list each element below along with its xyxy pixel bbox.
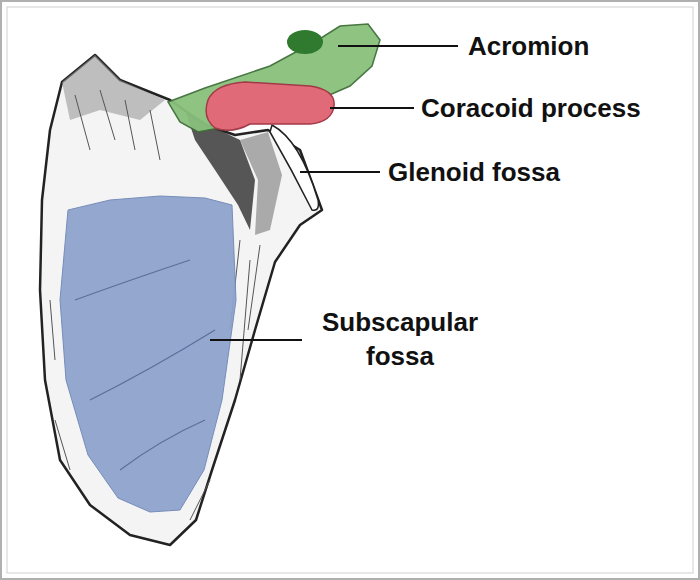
part-label: Acromion bbox=[468, 29, 589, 63]
part-label: Subscapular fossa bbox=[300, 305, 500, 373]
shading bbox=[240, 132, 282, 235]
part-label: Coracoid process bbox=[421, 91, 641, 125]
leader-line bbox=[210, 46, 458, 340]
frame bbox=[7, 7, 693, 573]
ridge-line bbox=[75, 260, 215, 470]
glenoid-region bbox=[270, 125, 318, 210]
acromion-spot bbox=[287, 30, 323, 54]
acromion-region bbox=[168, 24, 380, 132]
scapula-body bbox=[40, 55, 322, 545]
part-label: Glenoid fossa bbox=[388, 155, 560, 189]
coracoid-region bbox=[206, 82, 334, 130]
hatching bbox=[50, 90, 260, 520]
fossa-region bbox=[60, 196, 236, 512]
